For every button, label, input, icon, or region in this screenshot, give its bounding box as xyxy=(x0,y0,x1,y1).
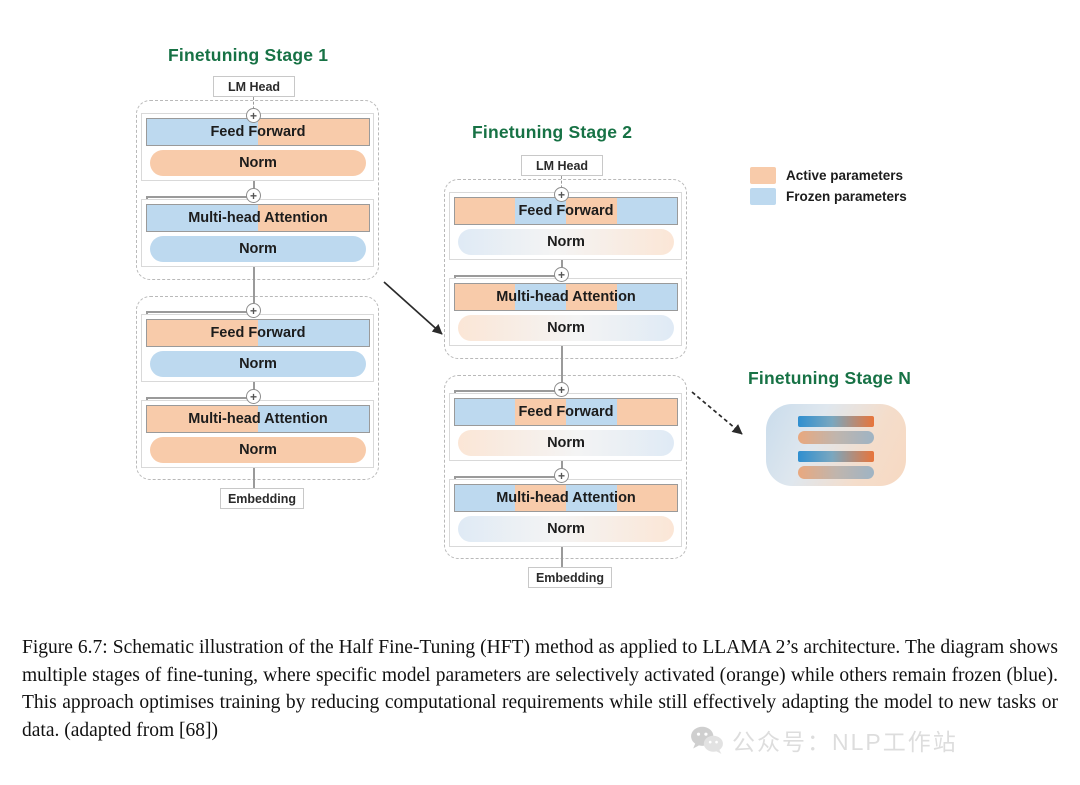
stage-n-bar-1 xyxy=(798,416,874,427)
stage-2-group-upper xyxy=(444,179,687,359)
stage-1-title: Finetuning Stage 1 xyxy=(168,45,329,65)
stage-2-embedding-connector xyxy=(561,547,563,568)
stage-2-mid-line-b xyxy=(561,461,563,471)
stage-2-embedding: Embedding xyxy=(528,567,612,588)
legend-swatch-active-icon xyxy=(750,167,776,184)
stage-1-block-lower-attn: Multi-head Attention Norm xyxy=(141,400,374,468)
stage-2-block-lower-attn: Multi-head Attention Norm xyxy=(449,479,682,547)
stage-2-lm-head: LM Head xyxy=(521,155,603,176)
stage-1-plus-4 xyxy=(246,389,261,404)
stage-n-bar-4 xyxy=(798,466,874,479)
legend-item-active: Active parameters xyxy=(750,167,907,184)
stage-2-plus-1 xyxy=(554,187,569,202)
figure-canvas: Finetuning Stage 1 LM Head Feed Forward … xyxy=(0,0,1080,615)
stage-1-mid-line-b xyxy=(253,382,255,392)
stage-1-group-lower xyxy=(136,296,379,480)
stage-1-norm-2: Norm xyxy=(150,236,366,262)
stage-1-norm-3: Norm xyxy=(150,351,366,377)
stage-2-plus-3 xyxy=(554,382,569,397)
stage-2-feed-forward: Feed Forward xyxy=(454,197,678,225)
stage-2-group-lower xyxy=(444,375,687,559)
stage-n-bar-3 xyxy=(798,451,874,462)
stage-n-card xyxy=(766,404,906,486)
stage-2-title: Finetuning Stage 2 xyxy=(472,122,633,142)
stage-1-group-upper xyxy=(136,100,379,280)
stage-1-feed-forward: Feed Forward xyxy=(146,118,370,146)
stage-1-res-h-d xyxy=(146,397,254,399)
stage-2-res-h-c xyxy=(454,390,562,392)
stage-2-lmhead-connector xyxy=(561,176,562,193)
stage-2-block-upper-attn: Multi-head Attention Norm xyxy=(449,278,682,346)
stage-1-block-lower: Feed Forward Norm xyxy=(141,314,374,382)
stage-2-multihead-attention-2: Multi-head Attention xyxy=(454,484,678,512)
stage-2-norm-3: Norm xyxy=(458,430,674,456)
stage-1-block-upper-attn: Multi-head Attention Norm xyxy=(141,199,374,267)
legend-label-active: Active parameters xyxy=(786,168,904,183)
stage-1-plus-2 xyxy=(246,188,261,203)
stage-1-block-upper: Feed Forward Norm xyxy=(141,113,374,181)
legend-label-frozen: Frozen parameters xyxy=(786,189,907,204)
legend-item-frozen: Frozen parameters xyxy=(750,188,907,205)
stage-2-plus-4 xyxy=(554,468,569,483)
stage-2-plus-2 xyxy=(554,267,569,282)
stage-1-embedding: Embedding xyxy=(220,488,304,509)
stage-n-bar-2 xyxy=(798,431,874,444)
stage-2-res-h-b xyxy=(454,275,562,277)
stage-1-plus-3 xyxy=(246,303,261,318)
stage-1-plus-1 xyxy=(246,108,261,123)
stage-1-group-link xyxy=(253,267,255,303)
stage-1-multihead-attention-2: Multi-head Attention xyxy=(146,405,370,433)
stage-1-embedding-connector xyxy=(253,468,255,489)
stage-2-block-lower: Feed Forward Norm xyxy=(449,393,682,461)
stage-2-multihead-attention: Multi-head Attention xyxy=(454,283,678,311)
stage-n-title: Finetuning Stage N xyxy=(748,368,912,388)
stage-1-lmhead-connector xyxy=(253,97,254,114)
stage-1-res-h-c xyxy=(146,311,254,313)
legend: Active parameters Frozen parameters xyxy=(750,167,907,209)
stage-2-norm-1: Norm xyxy=(458,229,674,255)
stage-2-res-h-d xyxy=(454,476,562,478)
legend-swatch-frozen-icon xyxy=(750,188,776,205)
stage-1-feed-forward-2: Feed Forward xyxy=(146,319,370,347)
stage-2-mid-line-a xyxy=(561,260,563,270)
stage-1-norm-4: Norm xyxy=(150,437,366,463)
stage-2-feed-forward-2: Feed Forward xyxy=(454,398,678,426)
arrow-stage1-to-stage2 xyxy=(383,281,443,335)
stage-2-block-upper: Feed Forward Norm xyxy=(449,192,682,260)
stage-2-norm-2: Norm xyxy=(458,315,674,341)
stage-1-multihead-attention: Multi-head Attention xyxy=(146,204,370,232)
stage-1-res-h-b xyxy=(146,196,254,198)
stage-1-norm-1: Norm xyxy=(150,150,366,176)
figure-caption: Figure 6.7: Schematic illustration of th… xyxy=(22,637,1058,741)
stage-2-norm-4: Norm xyxy=(458,516,674,542)
stage-1-mid-line-a xyxy=(253,181,255,191)
stage-1-lm-head: LM Head xyxy=(213,76,295,97)
arrow-stage2-to-stagen xyxy=(691,391,743,435)
stage-2-group-link xyxy=(561,346,563,382)
